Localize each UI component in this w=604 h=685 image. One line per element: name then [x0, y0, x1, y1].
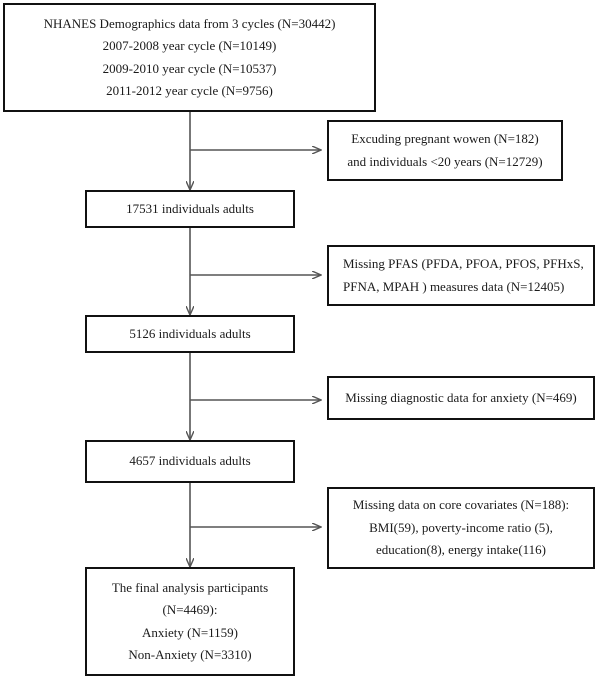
node-source-line-2: 2007-2008 year cycle (N=10149): [102, 38, 277, 54]
node-exclude-missing-covariates-line-3: education(8), energy intake(116): [375, 542, 546, 558]
node-exclude-missing-pfas: Missing PFAS (PFDA, PFOA, PFOS, PFHxS, P…: [327, 245, 595, 306]
node-exclude-pregnant-young: Excuding pregnant wowen (N=182) and indi…: [327, 120, 563, 181]
node-adults-17531: 17531 individuals adults: [85, 190, 295, 228]
node-exclude-pregnant-young-line-2: and individuals <20 years (N=12729): [347, 153, 543, 169]
node-exclude-missing-anxiety-label: Missing diagnostic data for anxiety (N=4…: [345, 389, 577, 405]
node-final-sample: The final analysis participants (N=4469)…: [85, 567, 295, 676]
node-source: NHANES Demographics data from 3 cycles (…: [3, 3, 376, 112]
node-final-sample-line-1: The final analysis participants: [111, 579, 269, 595]
node-final-sample-line-4: Non-Anxiety (N=3310): [128, 646, 252, 662]
node-exclude-missing-pfas-line-1: Missing PFAS (PFDA, PFOA, PFOS, PFHxS,: [343, 256, 584, 272]
node-source-line-3: 2009-2010 year cycle (N=10537): [102, 60, 277, 76]
node-exclude-missing-pfas-line-2: PFNA, MPAH ) measures data (N=12405): [343, 278, 565, 294]
node-exclude-pregnant-young-line-1: Excuding pregnant wowen (N=182): [351, 131, 539, 147]
node-exclude-missing-covariates-line-2: BMI(59), poverty-income ratio (5),: [369, 519, 553, 535]
node-adults-4657: 4657 individuals adults: [85, 440, 295, 483]
node-source-line-4: 2011-2012 year cycle (N=9756): [106, 82, 273, 98]
node-exclude-missing-anxiety: Missing diagnostic data for anxiety (N=4…: [327, 376, 595, 420]
node-adults-5126: 5126 individuals adults: [85, 315, 295, 353]
node-adults-4657-label: 4657 individuals adults: [129, 453, 251, 469]
node-source-line-1: NHANES Demographics data from 3 cycles (…: [43, 15, 336, 31]
node-final-sample-line-3: Anxiety (N=1159): [141, 624, 239, 640]
node-exclude-missing-covariates: Missing data on core covariates (N=188):…: [327, 487, 595, 569]
node-adults-5126-label: 5126 individuals adults: [129, 325, 251, 341]
node-exclude-missing-covariates-line-1: Missing data on core covariates (N=188):: [352, 497, 570, 513]
node-adults-17531-label: 17531 individuals adults: [126, 200, 254, 216]
node-final-sample-line-2: (N=4469):: [162, 602, 218, 618]
